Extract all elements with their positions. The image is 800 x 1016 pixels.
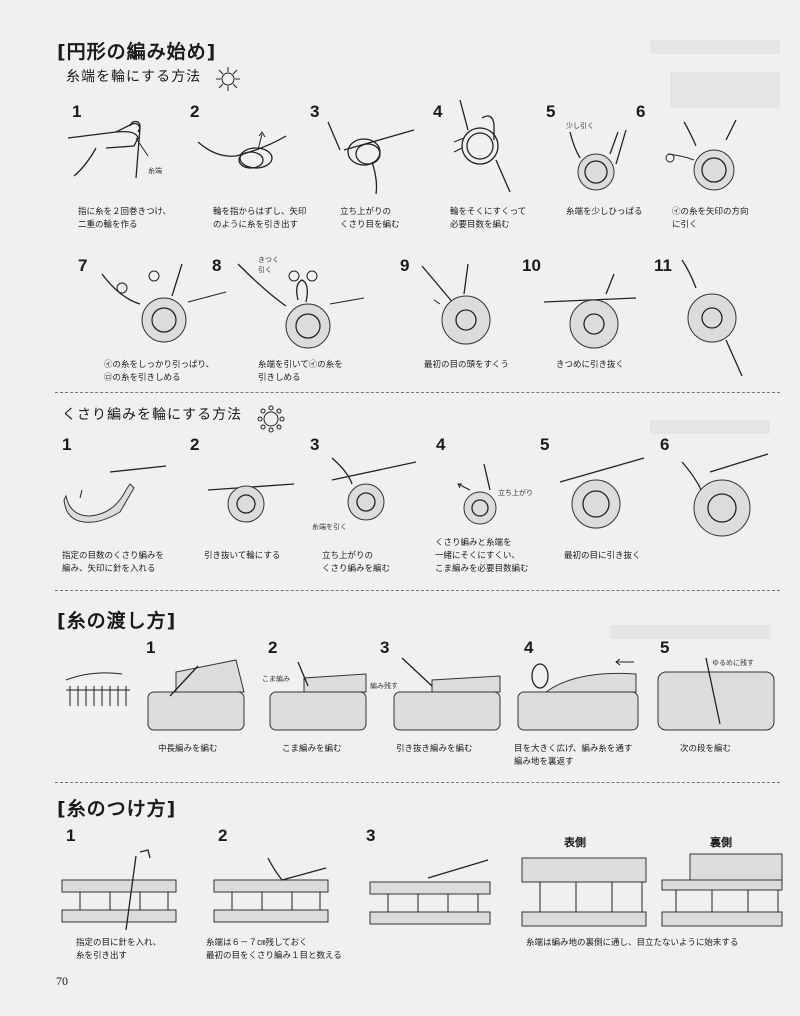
step-number: 2 [190,102,200,121]
front-side-label: 表側 [564,836,586,849]
step-caption: 糸端は６－７㎝残しておく 最初の目をくさり編み１目と数える [206,938,342,961]
step-caption: 指に糸を２回巻きつけ、 二重の輪を作る [78,207,172,230]
step-number: 2 [218,826,228,845]
step-caption: 引き抜き編みを編む [396,744,473,754]
finish-caption: 糸端は編み地の裏側に通し、目立たないように始末する [526,938,739,948]
pull-yarn-end-illustration [569,129,627,191]
step-caption: 引き抜いて輪にする [204,551,281,561]
section-divider [55,590,780,591]
single-crochet-ring-illustration [457,463,497,525]
step-number: 2 [268,638,278,657]
step-caption: ㋑の糸を矢印の方向 に引く [672,207,749,230]
step-number: 11 [654,256,672,275]
step-number: 1 [66,826,76,845]
step-number: 3 [380,638,390,657]
chain-arc-illustration [63,465,167,523]
yarn-end-label: 糸端 [148,167,162,175]
pick-first-stitch-illustration [421,263,491,345]
leave-loose-label: ゆるめに残す [712,659,754,667]
step-caption: くさり編みと糸端を 一緒にそくにすくい、 こま編みを必要目数編む [435,538,529,574]
step-number: 10 [522,256,541,275]
fabric-front-side-illustration [521,857,647,927]
step-caption: 次の段を編む [680,744,732,754]
step-caption: 輪をそくにすくって 必要目数を編む [450,207,527,230]
step-number: 4 [524,638,534,657]
step-number: 4 [436,435,446,454]
fabric-back-side-illustration [661,853,783,927]
step-number: 8 [212,256,222,275]
loop-off-finger-illustration [197,131,287,169]
single-crochet-label: こま編み [262,675,290,683]
pull-yarn-i-illustration [665,119,737,191]
page-number: 70 [56,974,68,988]
step-number: 6 [636,102,646,121]
slip-first-stitch-illustration [559,457,645,529]
step-number: 1 [72,102,82,121]
step-number: 5 [546,102,556,121]
step-caption: 糸端を少しひっぱる [566,207,643,217]
pull-slightly-label: 少し引く [566,122,594,130]
finished-chain-ring-illustration [681,453,769,537]
back-side-label: 裏側 [710,836,732,849]
ring-symbol-icon [216,67,240,91]
step-caption: 立ち上がりの くさり目を編む [340,207,400,230]
step-number: 5 [660,638,670,657]
tighten-yarn-end-illustration [237,263,365,349]
fabric-single-crochet-illustration [269,661,367,731]
step-caption: こま編みを編む [282,744,342,754]
hand-wrapping-illustration [67,120,149,179]
join-ring-illustration [207,483,295,523]
section-title-ring-start: [円形の編み始め] [57,41,217,63]
step-number: 1 [62,435,72,454]
step-caption: 糸端を引いて㋑の糸を 引きしめる [258,360,343,383]
subsection-title-yarn-loop: 糸端を輪にする方法 [66,69,202,85]
pull-end-label: 糸端を引く [312,523,347,531]
fabric-insert-hook-illustration [61,849,177,931]
stand-up-label: 立ち上がり [498,489,533,497]
step-number: 9 [400,256,410,275]
step-caption: ㋑の糸をしっかり引っぱり、 ㋺の糸を引きしめる [104,360,215,383]
section-divider [55,392,780,393]
step-caption: 最初の目に引き抜く [564,551,641,561]
pull-tight-label: きつく 引く [258,256,279,274]
step-number: 6 [660,435,670,454]
step-number: 2 [190,435,200,454]
step-caption: 指定の目に針を入れ、 糸を引き出す [76,938,162,961]
fabric-slip-stitch-illustration [393,657,501,731]
section-title-carry-yarn: [糸の渡し方] [57,610,177,632]
slip-stitch-tight-illustration [543,273,637,349]
fabric-half-double-illustration [147,659,245,731]
step-number: 1 [146,638,156,657]
finished-ring-illustration [681,259,743,377]
step-number: 3 [310,435,320,454]
step-number: 4 [433,102,443,121]
subsection-title-chain-ring: くさり編みを輪にする方法 [62,407,243,423]
fabric-leave-end-illustration [213,857,329,923]
step-caption: 中長編みを編む [158,744,218,754]
step-caption: きつめに引き抜く [556,360,625,370]
chain-up-illustration [327,121,415,195]
fabric-next-row-illustration [657,657,775,731]
fabric-turn-illustration [517,658,639,731]
step-number: 7 [78,256,88,275]
chain-up-ring-illustration [331,457,417,521]
section-title-join-yarn: [糸のつけ方] [57,798,177,820]
step-caption: 指定の目数のくさり編みを 編み、矢印に針を入れる [62,551,165,574]
tighten-i-ro-illustration [101,263,227,343]
stitch-chart-icon [65,672,130,706]
step-caption: 最初の目の頭をすくう [424,360,509,370]
step-number: 3 [310,102,320,121]
step-caption: 目を大きく広げ、編み糸を通す 編み地を裏返す [514,744,633,767]
step-caption: 立ち上がりの くさり編みを編む [322,551,391,574]
step-number: 5 [540,435,550,454]
chain-ring-symbol-icon [257,405,285,433]
step-number: 3 [366,826,376,845]
step-caption: 輪を指からはずし、矢印 のように糸を引き出す [213,207,307,230]
crochet-into-ring-illustration [453,99,511,193]
fabric-first-chain-illustration [369,859,491,925]
leave-unworked-label: 編み残す [370,682,398,690]
section-divider [55,782,780,783]
